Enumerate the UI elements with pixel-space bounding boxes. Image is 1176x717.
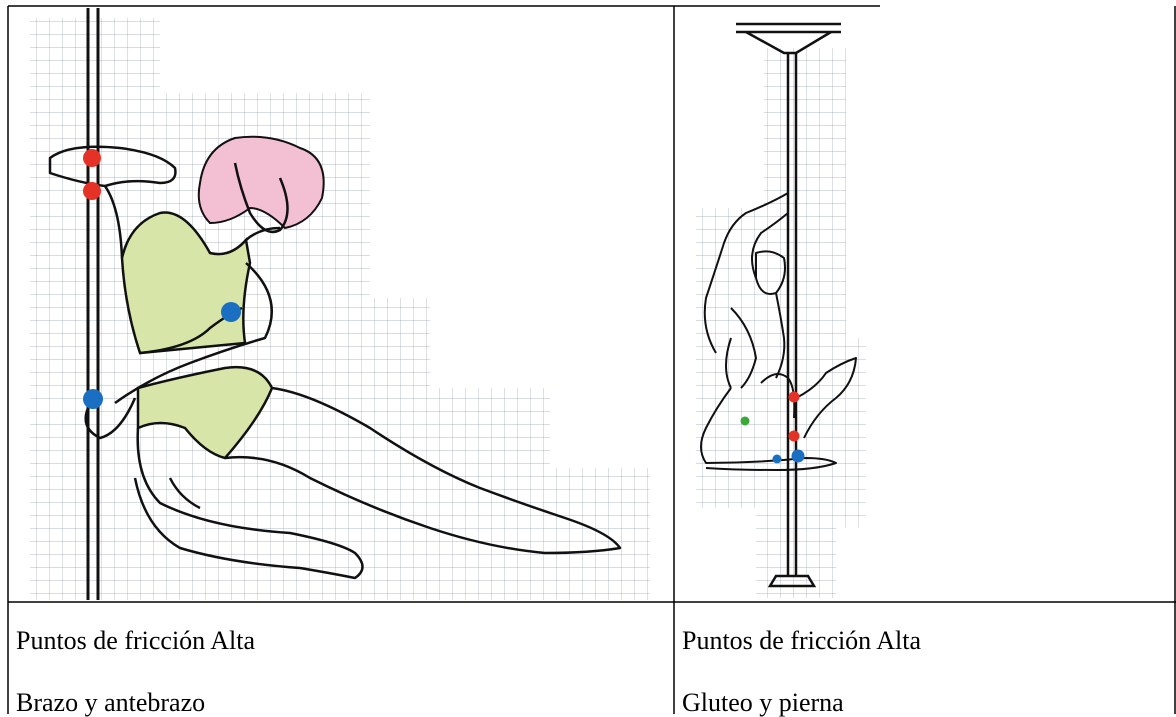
left-caption-subtitle: Brazo y antebrazo xyxy=(16,688,206,717)
pole xyxy=(86,8,100,600)
left-caption-title: Puntos de fricción Alta xyxy=(16,626,256,655)
medium-friction-marker xyxy=(83,389,103,409)
outfit-top xyxy=(120,211,252,355)
high-friction-marker xyxy=(83,149,101,167)
high-friction-marker xyxy=(788,430,800,442)
ceiling-mount xyxy=(736,22,841,55)
right-caption-title: Puntos de fricción Alta xyxy=(682,626,922,655)
right-illustration xyxy=(696,22,866,598)
figure-outline xyxy=(700,192,857,471)
pole xyxy=(786,53,798,576)
medium-friction-marker xyxy=(791,449,805,463)
high-friction-marker xyxy=(788,391,800,403)
medium-friction-marker xyxy=(221,302,241,322)
left-illustration xyxy=(30,8,650,600)
hair xyxy=(197,135,325,230)
figure-outline xyxy=(48,145,622,580)
medium-friction-marker xyxy=(772,454,782,464)
high-friction-marker xyxy=(83,182,101,200)
floor-base xyxy=(767,574,817,588)
low-friction-marker xyxy=(740,416,750,426)
outfit-bottom xyxy=(136,365,274,460)
right-caption-subtitle: Gluteo y pierna xyxy=(682,688,844,717)
grid-background xyxy=(30,18,650,600)
